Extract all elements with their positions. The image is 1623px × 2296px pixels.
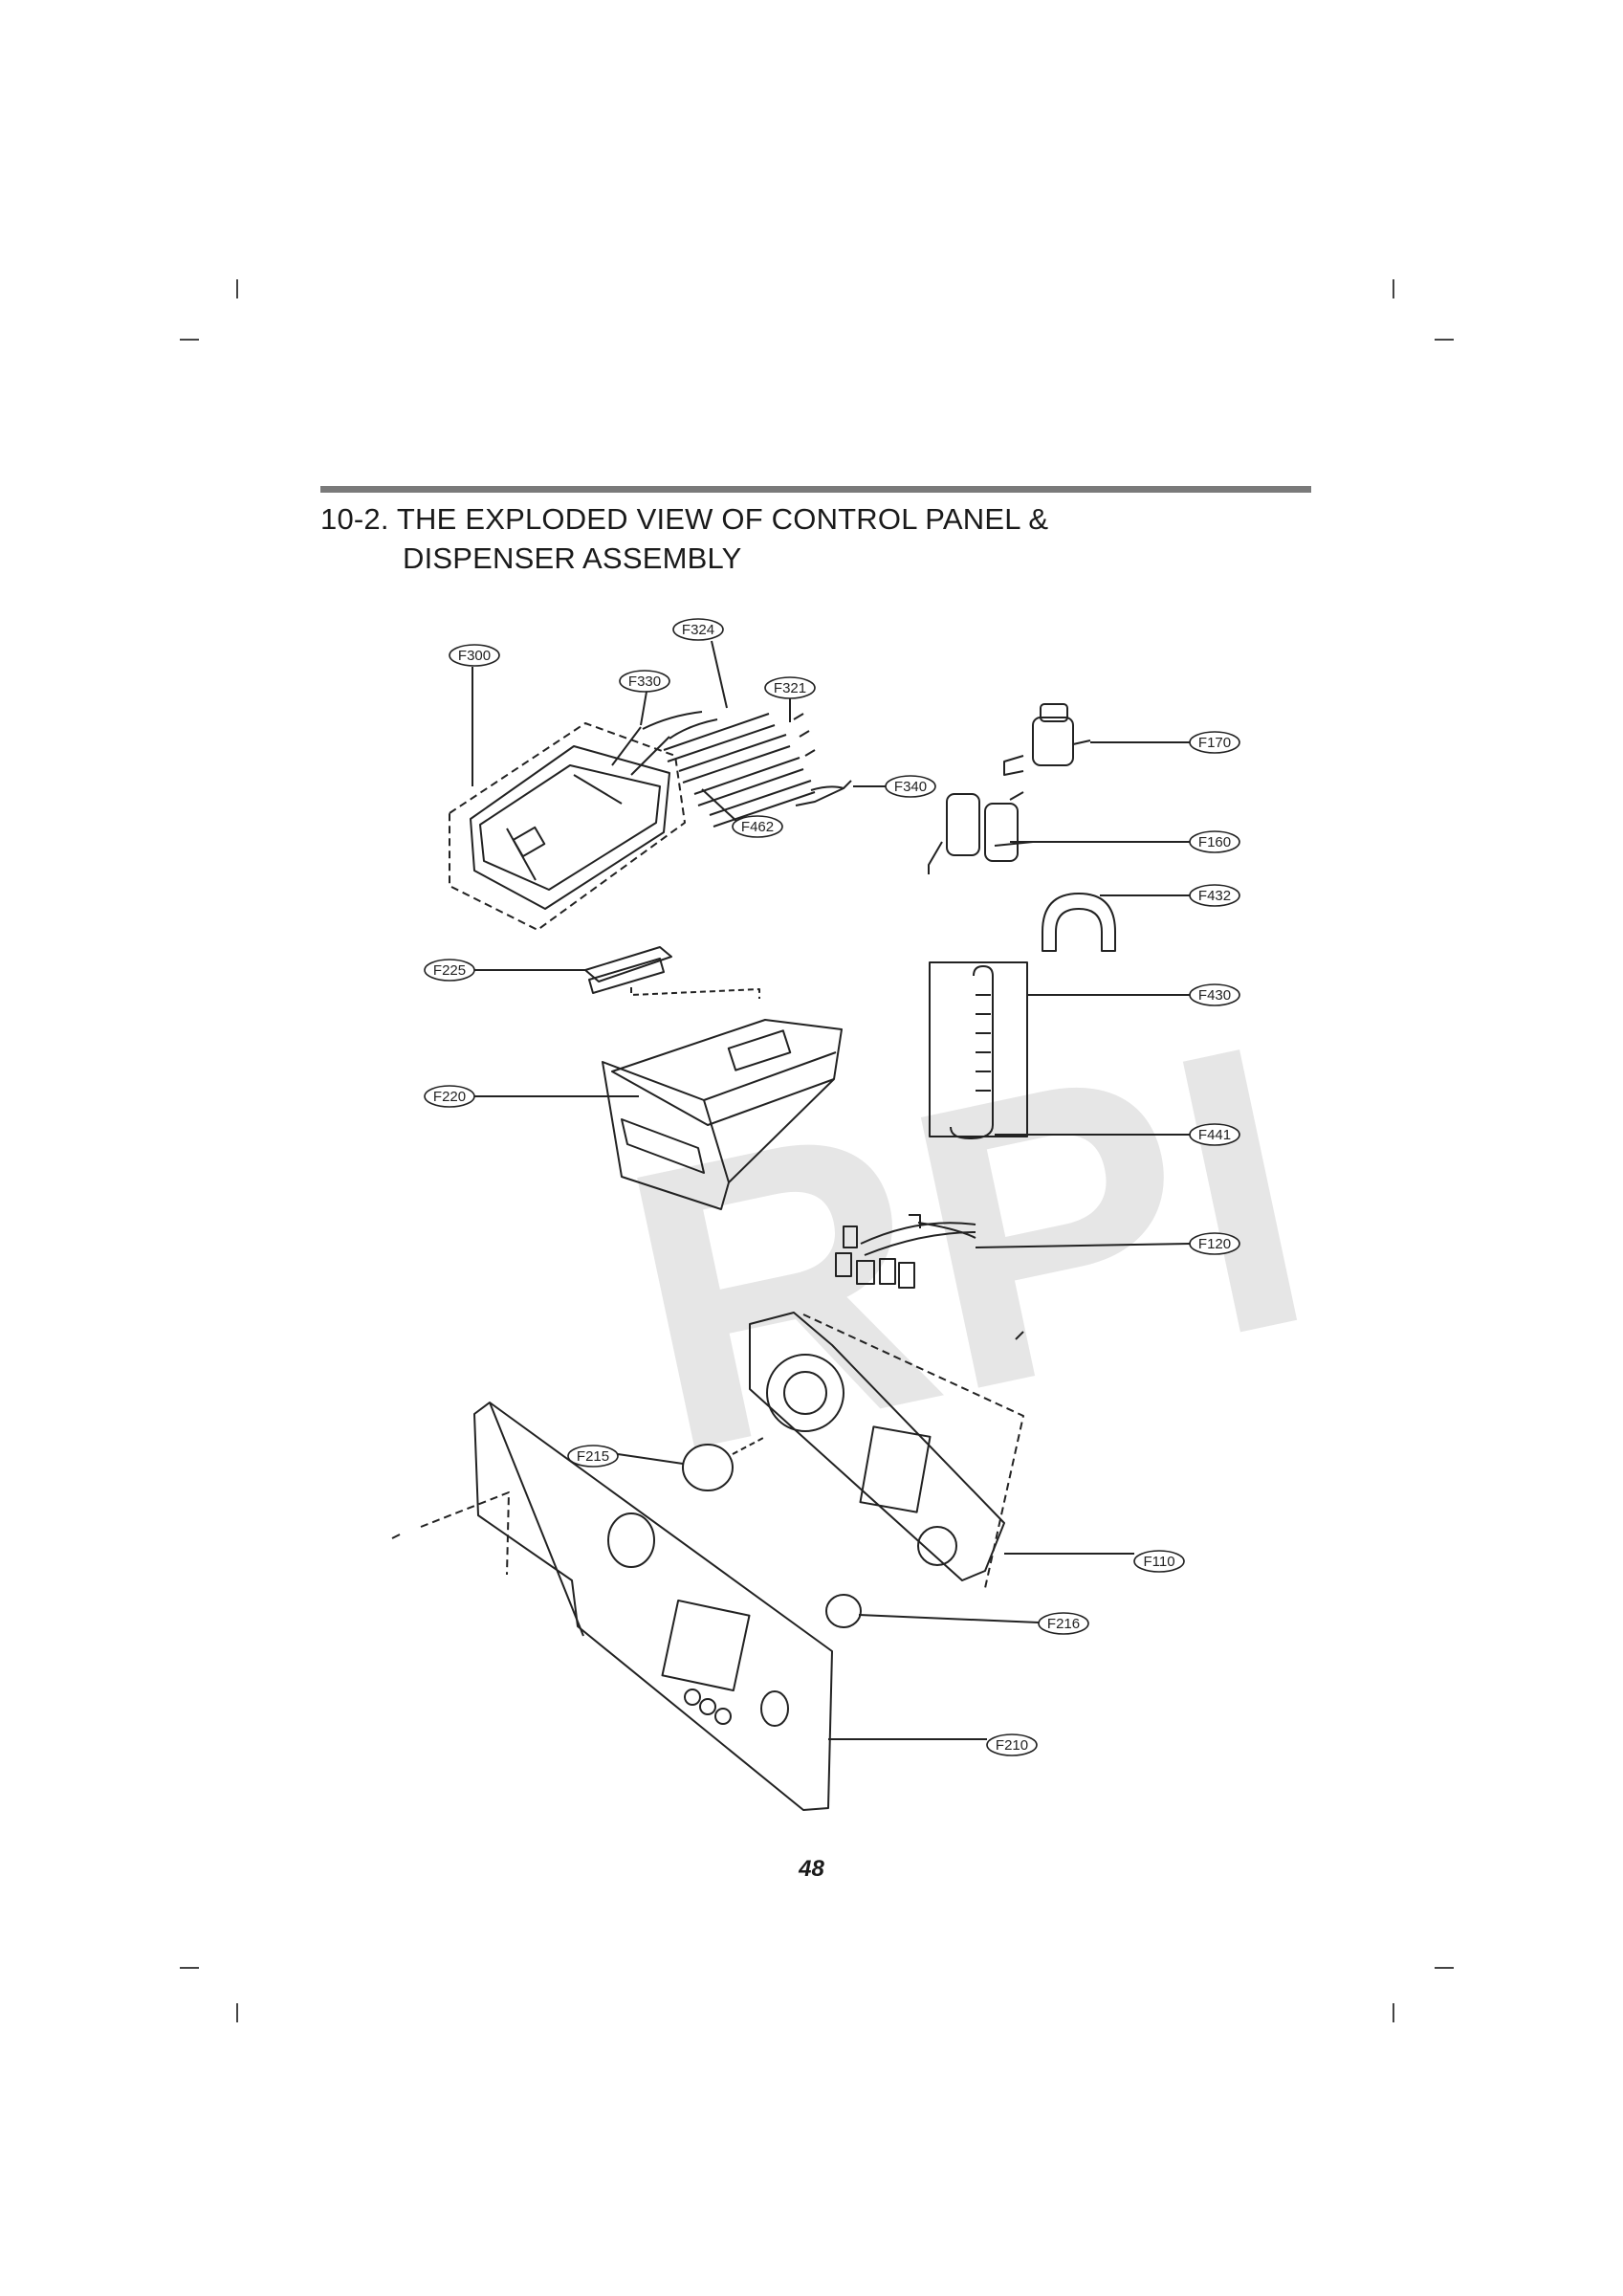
callout-f215: F215: [567, 1445, 619, 1468]
callout-f210: F210: [986, 1733, 1038, 1756]
hose-assembly-part: [642, 711, 816, 828]
callout-label: F160: [1198, 834, 1231, 850]
callout-label: F225: [433, 962, 466, 979]
callout-label: F430: [1198, 987, 1231, 1004]
callout-f120: F120: [1189, 1232, 1240, 1255]
callout-f441: F441: [1189, 1123, 1240, 1146]
callout-f462: F462: [732, 815, 783, 838]
crop-mark: [1393, 2003, 1394, 2022]
callout-f170: F170: [1189, 731, 1240, 754]
crop-mark: [236, 2003, 238, 2022]
callout-label: F324: [682, 622, 714, 638]
crop-mark: [1393, 279, 1394, 298]
wire-harness-part: [835, 1214, 1191, 1289]
callout-f330: F330: [619, 670, 670, 693]
callout-f220: F220: [424, 1085, 475, 1108]
callout-f430: F430: [1189, 983, 1240, 1006]
callout-f216: F216: [1038, 1612, 1089, 1635]
callout-f432: F432: [1189, 884, 1240, 907]
crop-mark: [236, 279, 238, 298]
callout-f324: F324: [672, 618, 724, 641]
callout-label: F340: [894, 779, 927, 795]
callout-f340: F340: [885, 775, 936, 798]
callout-f160: F160: [1189, 830, 1240, 853]
knob-parts: [617, 1436, 1040, 1628]
hose-clip-part: [795, 780, 852, 806]
callout-f110: F110: [1133, 1550, 1185, 1573]
callout-f321: F321: [764, 676, 816, 699]
callout-label: F321: [774, 680, 806, 696]
callout-label: F300: [458, 648, 491, 664]
front-panel-part: [391, 1402, 987, 1811]
callout-label: F120: [1198, 1236, 1231, 1252]
page-number: 48: [799, 1856, 824, 1882]
leader-lines: [472, 640, 886, 824]
section-title: 10-2. THE EXPLODED VIEW OF CONTROL PANEL…: [320, 499, 1048, 578]
section-rule: [320, 486, 1311, 493]
callout-label: F215: [577, 1448, 609, 1465]
callout-label: F462: [741, 819, 774, 835]
callout-f225: F225: [424, 959, 475, 982]
callout-label: F432: [1198, 888, 1231, 904]
callout-label: F216: [1047, 1616, 1080, 1632]
dispenser-housing-part: [449, 722, 686, 931]
double-water-valve-part: [928, 791, 1190, 874]
detergent-drawer-part: [473, 1019, 843, 1210]
crop-mark: [180, 339, 199, 341]
callout-label: F441: [1198, 1127, 1231, 1143]
crop-mark: [180, 1967, 199, 1969]
single-water-valve-part: [1003, 703, 1190, 776]
drain-hose-part: [929, 961, 1190, 1139]
hose-bracket-part: [1042, 893, 1190, 952]
callout-f300: F300: [449, 644, 500, 667]
crop-mark: [1435, 1967, 1454, 1969]
callout-label: F210: [996, 1737, 1028, 1754]
softener-cap-part: [473, 946, 760, 999]
callout-label: F330: [628, 673, 661, 690]
title-line-2: DISPENSER ASSEMBLY: [403, 541, 742, 575]
control-frame-part: [749, 1312, 1134, 1589]
title-line-1: 10-2. THE EXPLODED VIEW OF CONTROL PANEL…: [320, 502, 1049, 536]
callout-label: F220: [433, 1089, 466, 1105]
callout-label: F110: [1143, 1554, 1174, 1570]
callout-label: F170: [1198, 735, 1231, 751]
crop-mark: [1435, 339, 1454, 341]
